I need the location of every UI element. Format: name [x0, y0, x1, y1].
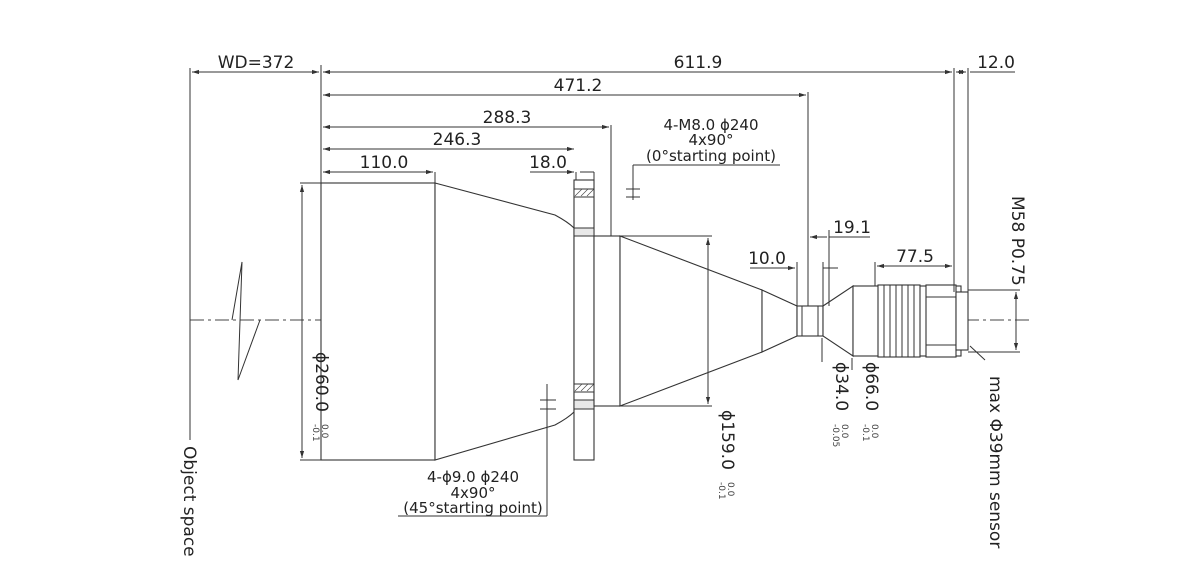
label-sensor-group: max Φ39mm sensor [985, 376, 1005, 548]
label-110: 110.0 [360, 153, 409, 173]
label-thread-group: M58 P0.75 [1007, 196, 1027, 286]
note-top-holes-2: 4x90° [688, 131, 733, 149]
front-cone [434, 182, 575, 461]
neck-cone [761, 289, 798, 353]
label-611: 611.9 [674, 53, 723, 73]
label-d260-group: ϕ260.0 0.0 -0.1 [310, 352, 331, 442]
label-d159-tol-upper: 0.0 [725, 482, 735, 497]
label-d34-group: ϕ34.0 0.0 -0.05 [830, 362, 851, 447]
label-246: 246.3 [433, 130, 482, 150]
label-19: 19.1 [833, 218, 871, 238]
label-d260-tol-lower: -0.1 [310, 424, 320, 442]
label-object-space-group: Object space [179, 446, 199, 557]
label-d260-tol-upper: 0.0 [319, 424, 329, 439]
focus-ring [877, 284, 921, 358]
focus-ring-grip [883, 285, 915, 357]
label-d260: ϕ260.0 [311, 352, 331, 412]
note-bottom-holes-1: 4-ϕ9.0 ϕ240 [427, 468, 519, 486]
front-barrel [320, 182, 436, 461]
label-d159: ϕ159.0 [717, 410, 737, 470]
label-d66-tol-upper: 0.0 [869, 424, 879, 439]
label-d159-tol-lower: -0.1 [716, 482, 726, 500]
leader-sensor [969, 345, 986, 361]
iris-ring [925, 284, 957, 358]
label-10: 10.0 [748, 249, 786, 269]
note-bottom-holes-3: (45°starting point) [403, 499, 542, 517]
extension-lines [300, 65, 1020, 461]
label-wd: WD=372 [218, 53, 295, 73]
label-77: 77.5 [896, 247, 934, 267]
flange-hatch [573, 188, 595, 410]
label-12: 12.0 [977, 53, 1015, 73]
label-sensor: max Φ39mm sensor [985, 376, 1005, 548]
rear-step [593, 235, 621, 407]
label-object-space: Object space [179, 446, 199, 557]
label-471: 471.2 [554, 76, 603, 96]
rear-cone [619, 235, 763, 407]
note-bottom-holes-2: 4x90° [450, 484, 495, 502]
label-d159-group: ϕ159.0 0.0 -0.1 [716, 410, 737, 500]
label-288: 288.3 [483, 108, 532, 128]
label-d34-tol-upper: 0.0 [839, 424, 849, 439]
note-top-holes-1: 4-M8.0 ϕ240 [663, 116, 758, 134]
rear-barrel-cone [822, 284, 854, 358]
camera-mount [955, 291, 969, 351]
neck [796, 305, 824, 337]
mounting-flange [573, 179, 595, 461]
label-18: 18.0 [529, 153, 567, 173]
label-d66: ϕ66.0 [861, 362, 881, 411]
label-d34-tol-lower: -0.05 [830, 424, 840, 447]
label-d34: ϕ34.0 [831, 362, 851, 411]
axis-break-symbol [231, 261, 261, 381]
note-top-holes-3: (0°starting point) [646, 147, 776, 165]
lens-body [320, 179, 969, 461]
label-thread: M58 P0.75 [1007, 196, 1027, 286]
label-d66-group: ϕ66.0 0.0 -0.1 [860, 362, 881, 442]
label-d66-tol-lower: -0.1 [860, 424, 870, 442]
